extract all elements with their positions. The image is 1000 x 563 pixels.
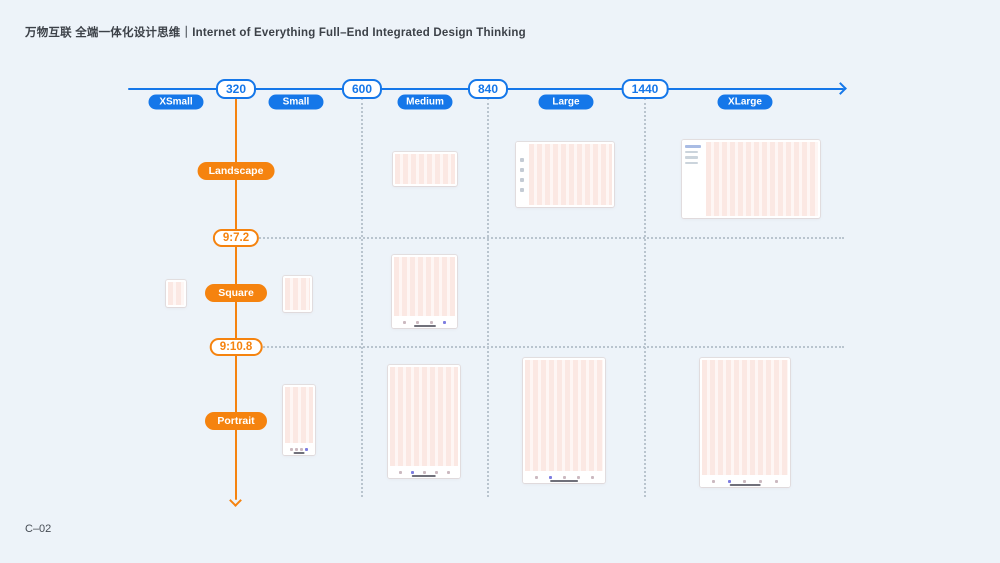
home-indicator: [729, 484, 761, 486]
sidebar-menu-item: [685, 156, 698, 159]
home-indicator: [293, 452, 305, 454]
sidebar-logo: [685, 145, 701, 148]
horizontal-axis-arrow-icon: [834, 82, 847, 95]
mockup-content-grid: [285, 278, 310, 310]
home-indicator: [550, 480, 578, 482]
mockup-content-grid: [168, 282, 184, 305]
mockup-portrait-small: [283, 385, 315, 455]
mockup-content-grid: [702, 360, 788, 475]
grid-vline-600: [361, 98, 363, 497]
tabbar-icon: [410, 470, 414, 474]
page-code: C–02: [25, 523, 52, 535]
grid-hline-9-10-8: [240, 346, 844, 348]
mockup-tabbar: [523, 473, 605, 483]
breakpoint-pill-840: 840: [467, 79, 509, 99]
mockup-sidebar: [516, 142, 527, 207]
mockup-content-grid: [706, 142, 818, 216]
tabbar-icon: [774, 479, 778, 483]
mockup-sidebar: [682, 140, 704, 218]
sidebar-menu-item: [685, 150, 698, 153]
tabbar-icon: [446, 470, 450, 474]
mockup-square-small: [283, 276, 312, 312]
mockup-portrait-large: [523, 358, 605, 483]
sidebar-item-icon: [519, 178, 524, 182]
mockup-tabbar: [700, 477, 790, 487]
sidebar-item-icon: [519, 188, 524, 192]
grid-vline-1440: [644, 98, 646, 497]
tabbar-icon: [295, 447, 298, 451]
mockup-portrait-medium: [388, 365, 460, 478]
tabbar-icon: [548, 475, 552, 479]
breakpoint-pill-320: 320: [215, 79, 257, 99]
ratio-pill-square: Square: [205, 284, 267, 302]
tabbar-icon: [590, 475, 594, 479]
tabbar-icon: [422, 470, 426, 474]
tabbar-icon: [290, 447, 293, 451]
tabbar-icon: [416, 320, 420, 324]
tabbar-icon: [403, 320, 407, 324]
tabbar-icon: [398, 470, 402, 474]
mockup-content-grid: [285, 387, 313, 443]
mockup-landscape-medium: [393, 152, 457, 186]
mockup-landscape-xlarge: [682, 140, 820, 218]
size-pill-small: Small: [268, 94, 324, 110]
sidebar-item-icon: [519, 158, 524, 162]
mockup-tabbar: [388, 468, 460, 478]
tabbar-icon: [576, 475, 580, 479]
ratio-pill-9-10-8: 9:10.8: [209, 338, 263, 356]
mockup-portrait-xlarge: [700, 358, 790, 487]
breakpoint-pill-1440: 1440: [621, 79, 669, 99]
home-indicator: [413, 325, 436, 327]
ratio-pill-landscape: Landscape: [197, 162, 275, 180]
mockup-tabbar: [392, 318, 457, 328]
vertical-axis-arrow-icon: [229, 494, 242, 507]
breakpoint-pill-600: 600: [341, 79, 383, 99]
sidebar-item-icon: [519, 168, 524, 172]
grid-hline-9-7-2: [240, 237, 844, 239]
tabbar-icon: [712, 479, 716, 483]
tabbar-icon: [300, 447, 303, 451]
mockup-square-xsmall: [166, 280, 186, 307]
size-pill-large: Large: [538, 94, 594, 110]
tabbar-icon: [305, 447, 308, 451]
size-pill-medium: Medium: [397, 94, 453, 110]
ratio-pill-9-7-2: 9:7.2: [212, 229, 260, 247]
tabbar-icon: [759, 479, 763, 483]
tabbar-icon: [434, 470, 438, 474]
tabbar-icon: [429, 320, 433, 324]
mockup-content-grid: [394, 257, 455, 316]
grid-vline-840: [487, 98, 489, 497]
mockup-content-grid: [390, 367, 458, 466]
home-indicator: [411, 475, 437, 477]
tabbar-icon: [562, 475, 566, 479]
mockup-content-grid: [525, 360, 603, 471]
sidebar-menu-item: [685, 161, 698, 164]
mockup-landscape-large: [516, 142, 614, 207]
mockup-content-grid: [395, 154, 455, 184]
mockup-tabbar: [283, 445, 315, 455]
tabbar-icon: [534, 475, 538, 479]
tabbar-icon: [442, 320, 446, 324]
ratio-pill-portrait: Portrait: [205, 412, 267, 430]
size-pill-xlarge: XLarge: [717, 94, 773, 110]
page-title: 万物互联 全端一体化设计思维｜Internet of Everything Fu…: [25, 27, 526, 39]
size-pill-xsmall: XSmall: [148, 94, 204, 110]
mockup-square-medium: [392, 255, 457, 328]
mockup-content-grid: [529, 144, 612, 205]
tabbar-icon: [743, 479, 747, 483]
tabbar-icon: [727, 479, 731, 483]
